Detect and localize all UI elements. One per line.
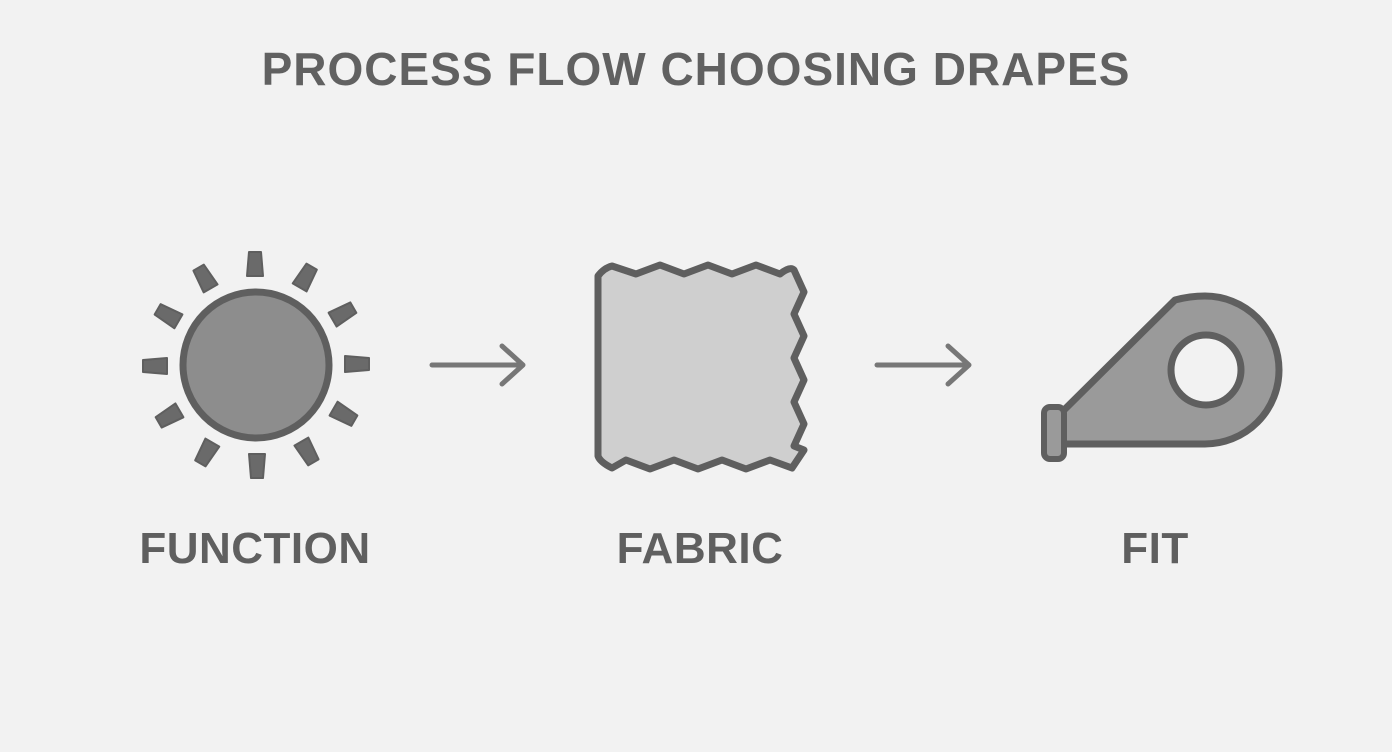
step-label-fit: FIT [1121, 524, 1189, 573]
step-label-fabric: FABRIC [616, 524, 784, 573]
arrow-right-icon [874, 343, 972, 387]
tape-measure-icon [1041, 292, 1283, 462]
fabric-swatch-icon [594, 261, 808, 473]
diagram-title: PROCESS FLOW CHOOSING DRAPES [261, 43, 1131, 95]
arrow-right-icon [429, 343, 526, 387]
sun-icon [142, 251, 370, 479]
step-label-function: FUNCTION [139, 524, 371, 573]
